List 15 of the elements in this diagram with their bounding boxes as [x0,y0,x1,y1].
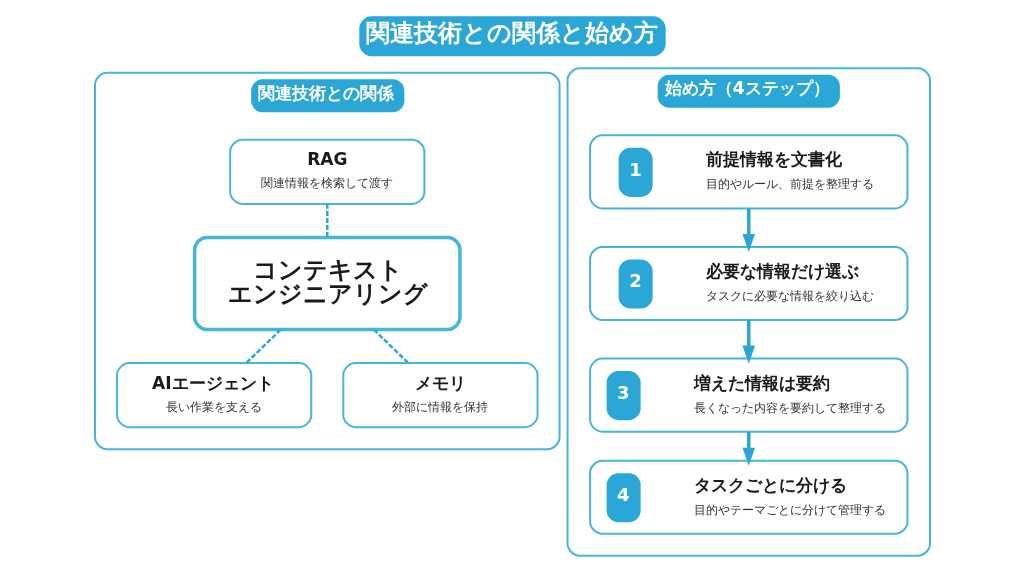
node-box: RAG 関連情報を検索して渡す [228,138,425,205]
node-box: 2 必要な情報だけ選ぶ タスクに必要な情報を絞り込む [588,245,908,322]
node-box: メモリ 外部に情報を保持 [341,362,539,429]
node-box: コンテキストエンジニアリング [192,235,462,332]
diagram-title: 関連技術との関係と始め方 [365,19,658,48]
node-box: 1 前提情報を文書化 目的やルール、前提を整理する [588,134,908,210]
arrow [741,320,755,364]
connector [244,328,281,364]
node-box: 3 増えた情報は要約 長くなった内容を要約して整理する [588,357,908,433]
arrow [741,208,755,252]
node-box: 4 タスクごとに分ける 目的やテーマごとに分けて管理する [588,459,908,535]
connector [372,328,409,364]
connector [325,204,329,238]
node-box: AIエージェント 長い作業を支える [115,362,312,429]
arrow [741,431,755,466]
